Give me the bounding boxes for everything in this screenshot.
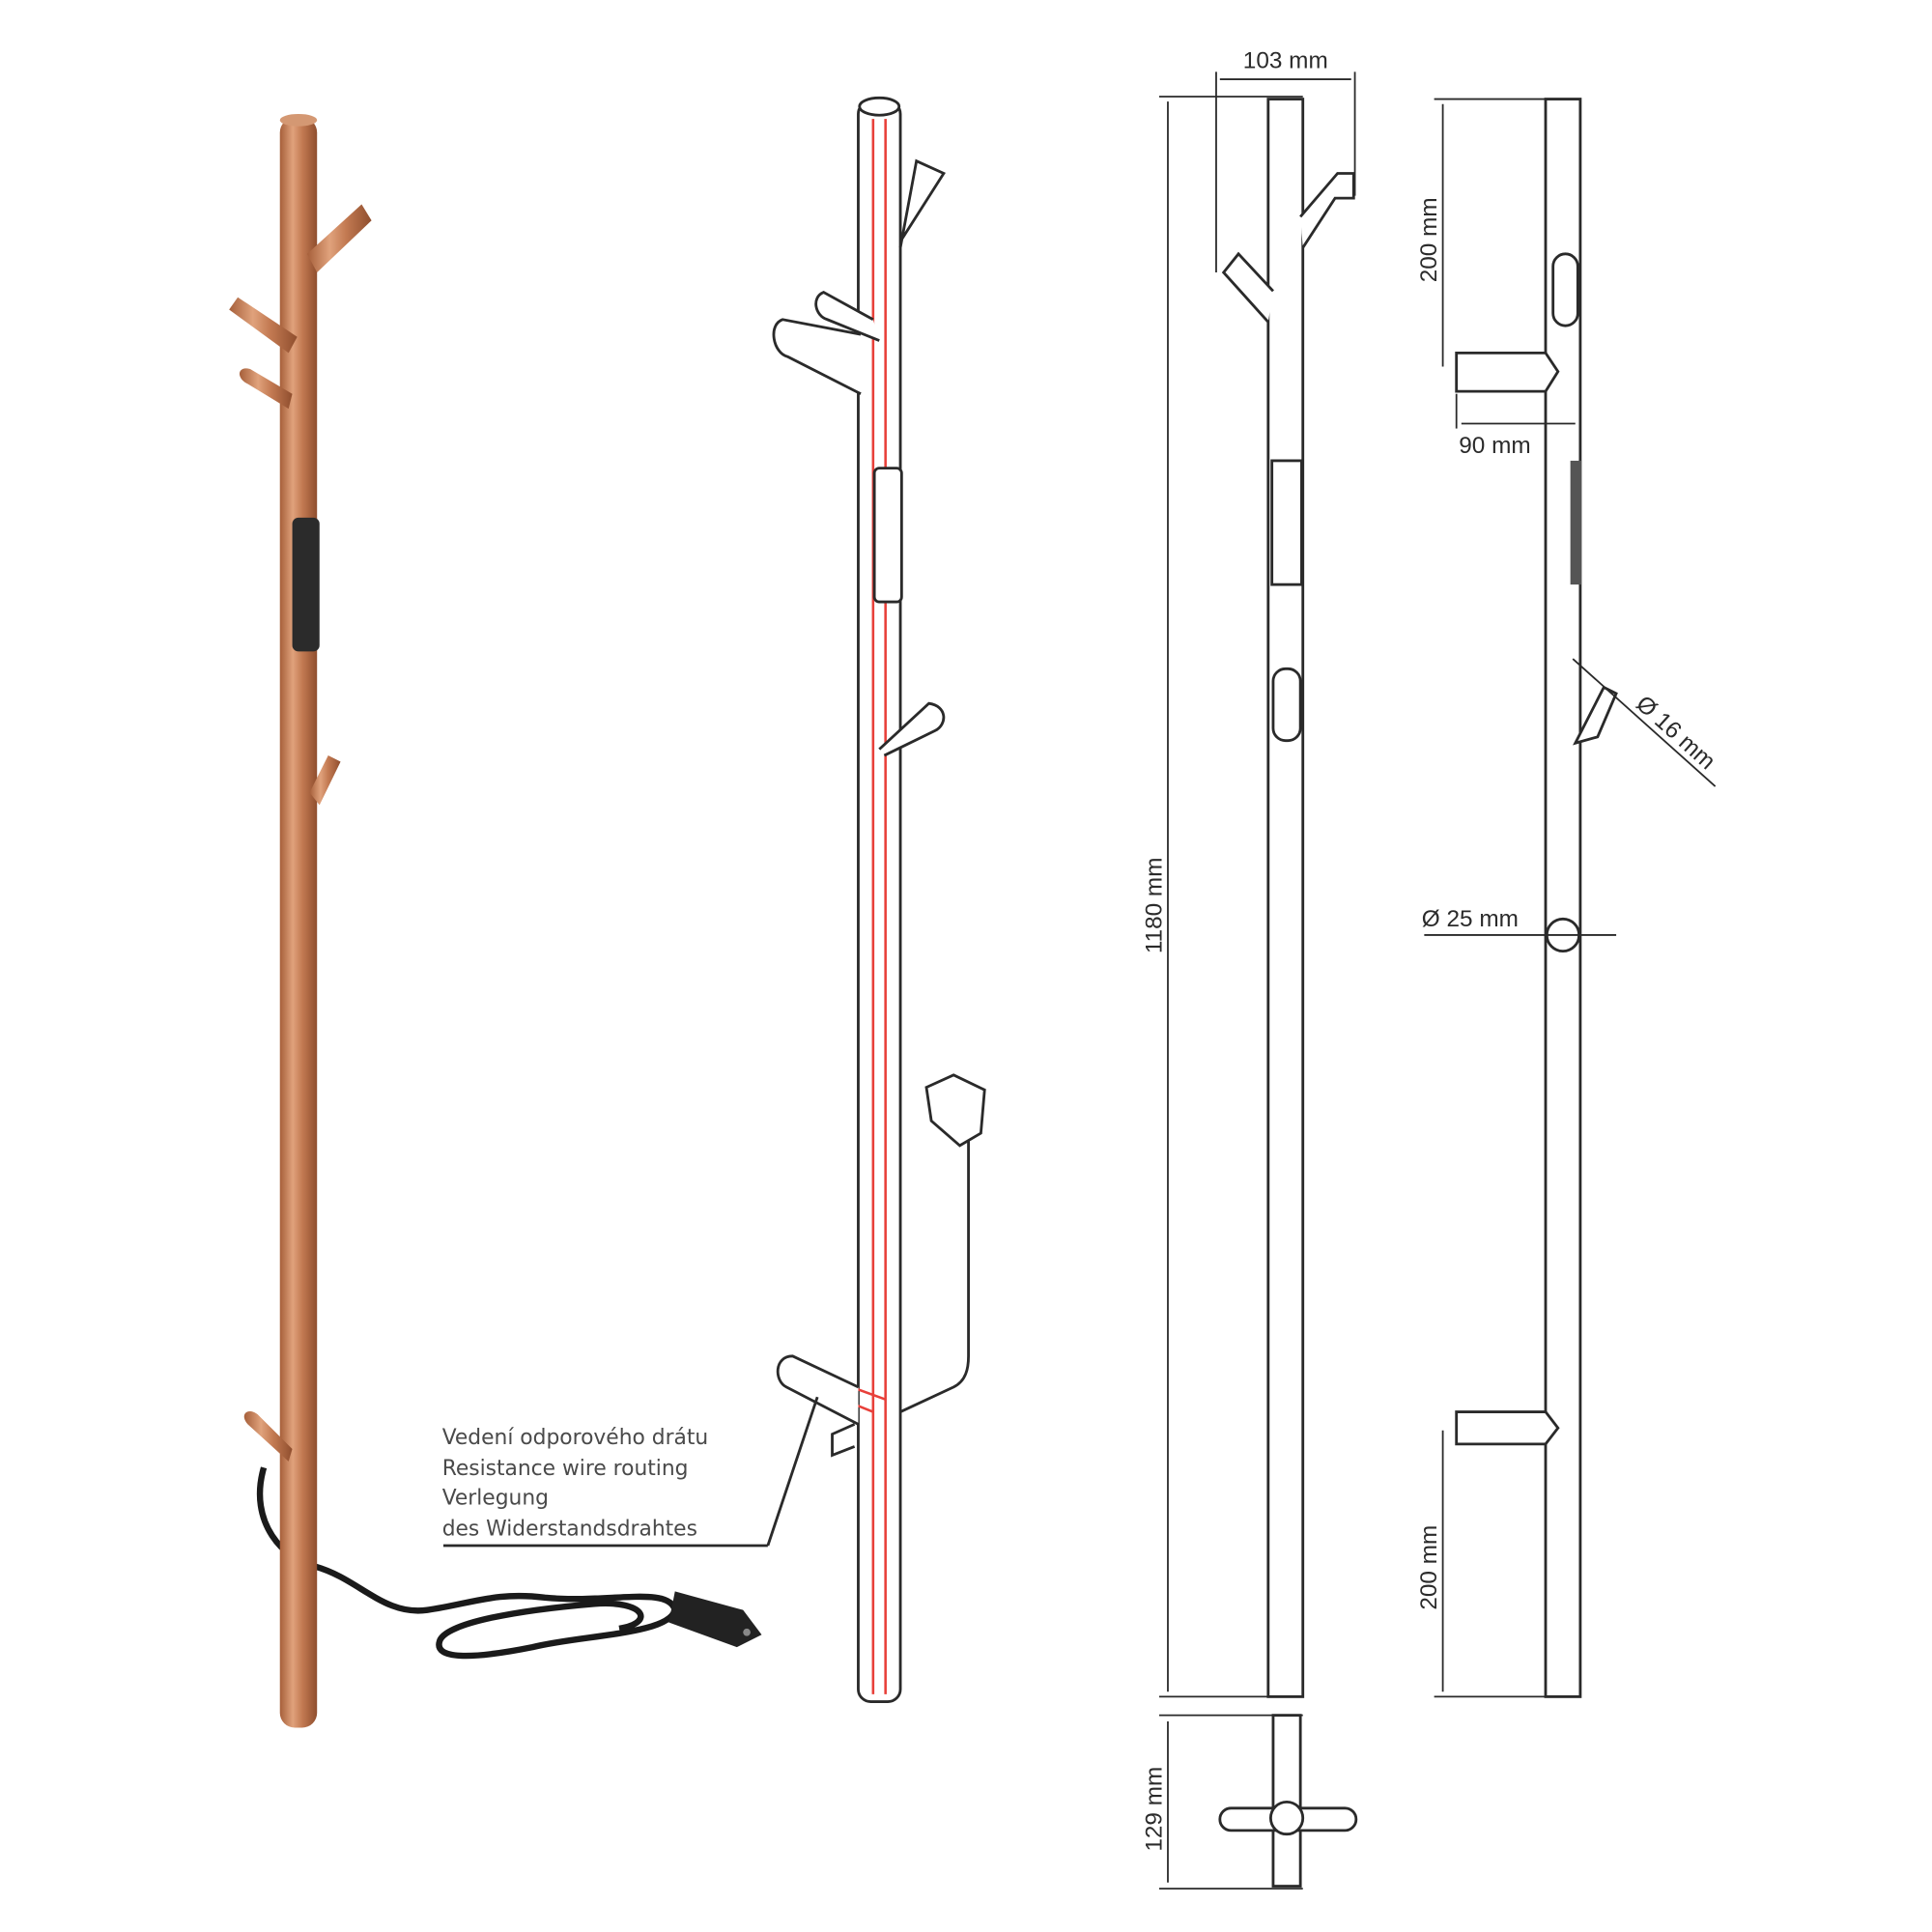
dim-16mm-diameter: Ø 16 mm	[1631, 691, 1719, 775]
front-view-drawing: 103 mm 1180 mm	[1142, 48, 1356, 1698]
dim-90mm: 90 mm	[1459, 433, 1530, 459]
callout-line-1: Vedení odporového drátu	[442, 1426, 709, 1450]
callout-line-2: Resistance wire routing	[442, 1457, 689, 1481]
copper-tube	[279, 117, 318, 1728]
wire-routing-diagram: Vedení odporového drátu Resistance wire …	[442, 96, 986, 1703]
dim-103mm: 103 mm	[1243, 48, 1328, 74]
dim-129mm: 129 mm	[1142, 1767, 1168, 1852]
dim-top-200mm: 200 mm	[1416, 197, 1442, 282]
side-view-drawing: 200 mm 90 mm Ø 16 mm Ø 25 mm 200 mm	[1416, 98, 1720, 1698]
control-unit-outline	[872, 467, 903, 604]
cable-line	[899, 1120, 970, 1413]
hook-diameter-leader	[1572, 658, 1717, 787]
plug-outline-icon	[924, 1073, 986, 1148]
callout-line-4: des Widerstandsdrahtes	[442, 1518, 697, 1542]
dim-bottom-200mm: 200 mm	[1416, 1525, 1442, 1610]
dim-25mm-diameter: Ø 25 mm	[1422, 906, 1519, 932]
control-unit	[292, 517, 320, 652]
top-view-drawing: 129 mm	[1142, 1714, 1358, 1890]
plug-icon	[668, 1591, 762, 1648]
callout-line-3: Verlegung	[442, 1487, 549, 1511]
copper-rail-product-image	[229, 113, 762, 1728]
dim-1180mm: 1180 mm	[1142, 858, 1168, 954]
